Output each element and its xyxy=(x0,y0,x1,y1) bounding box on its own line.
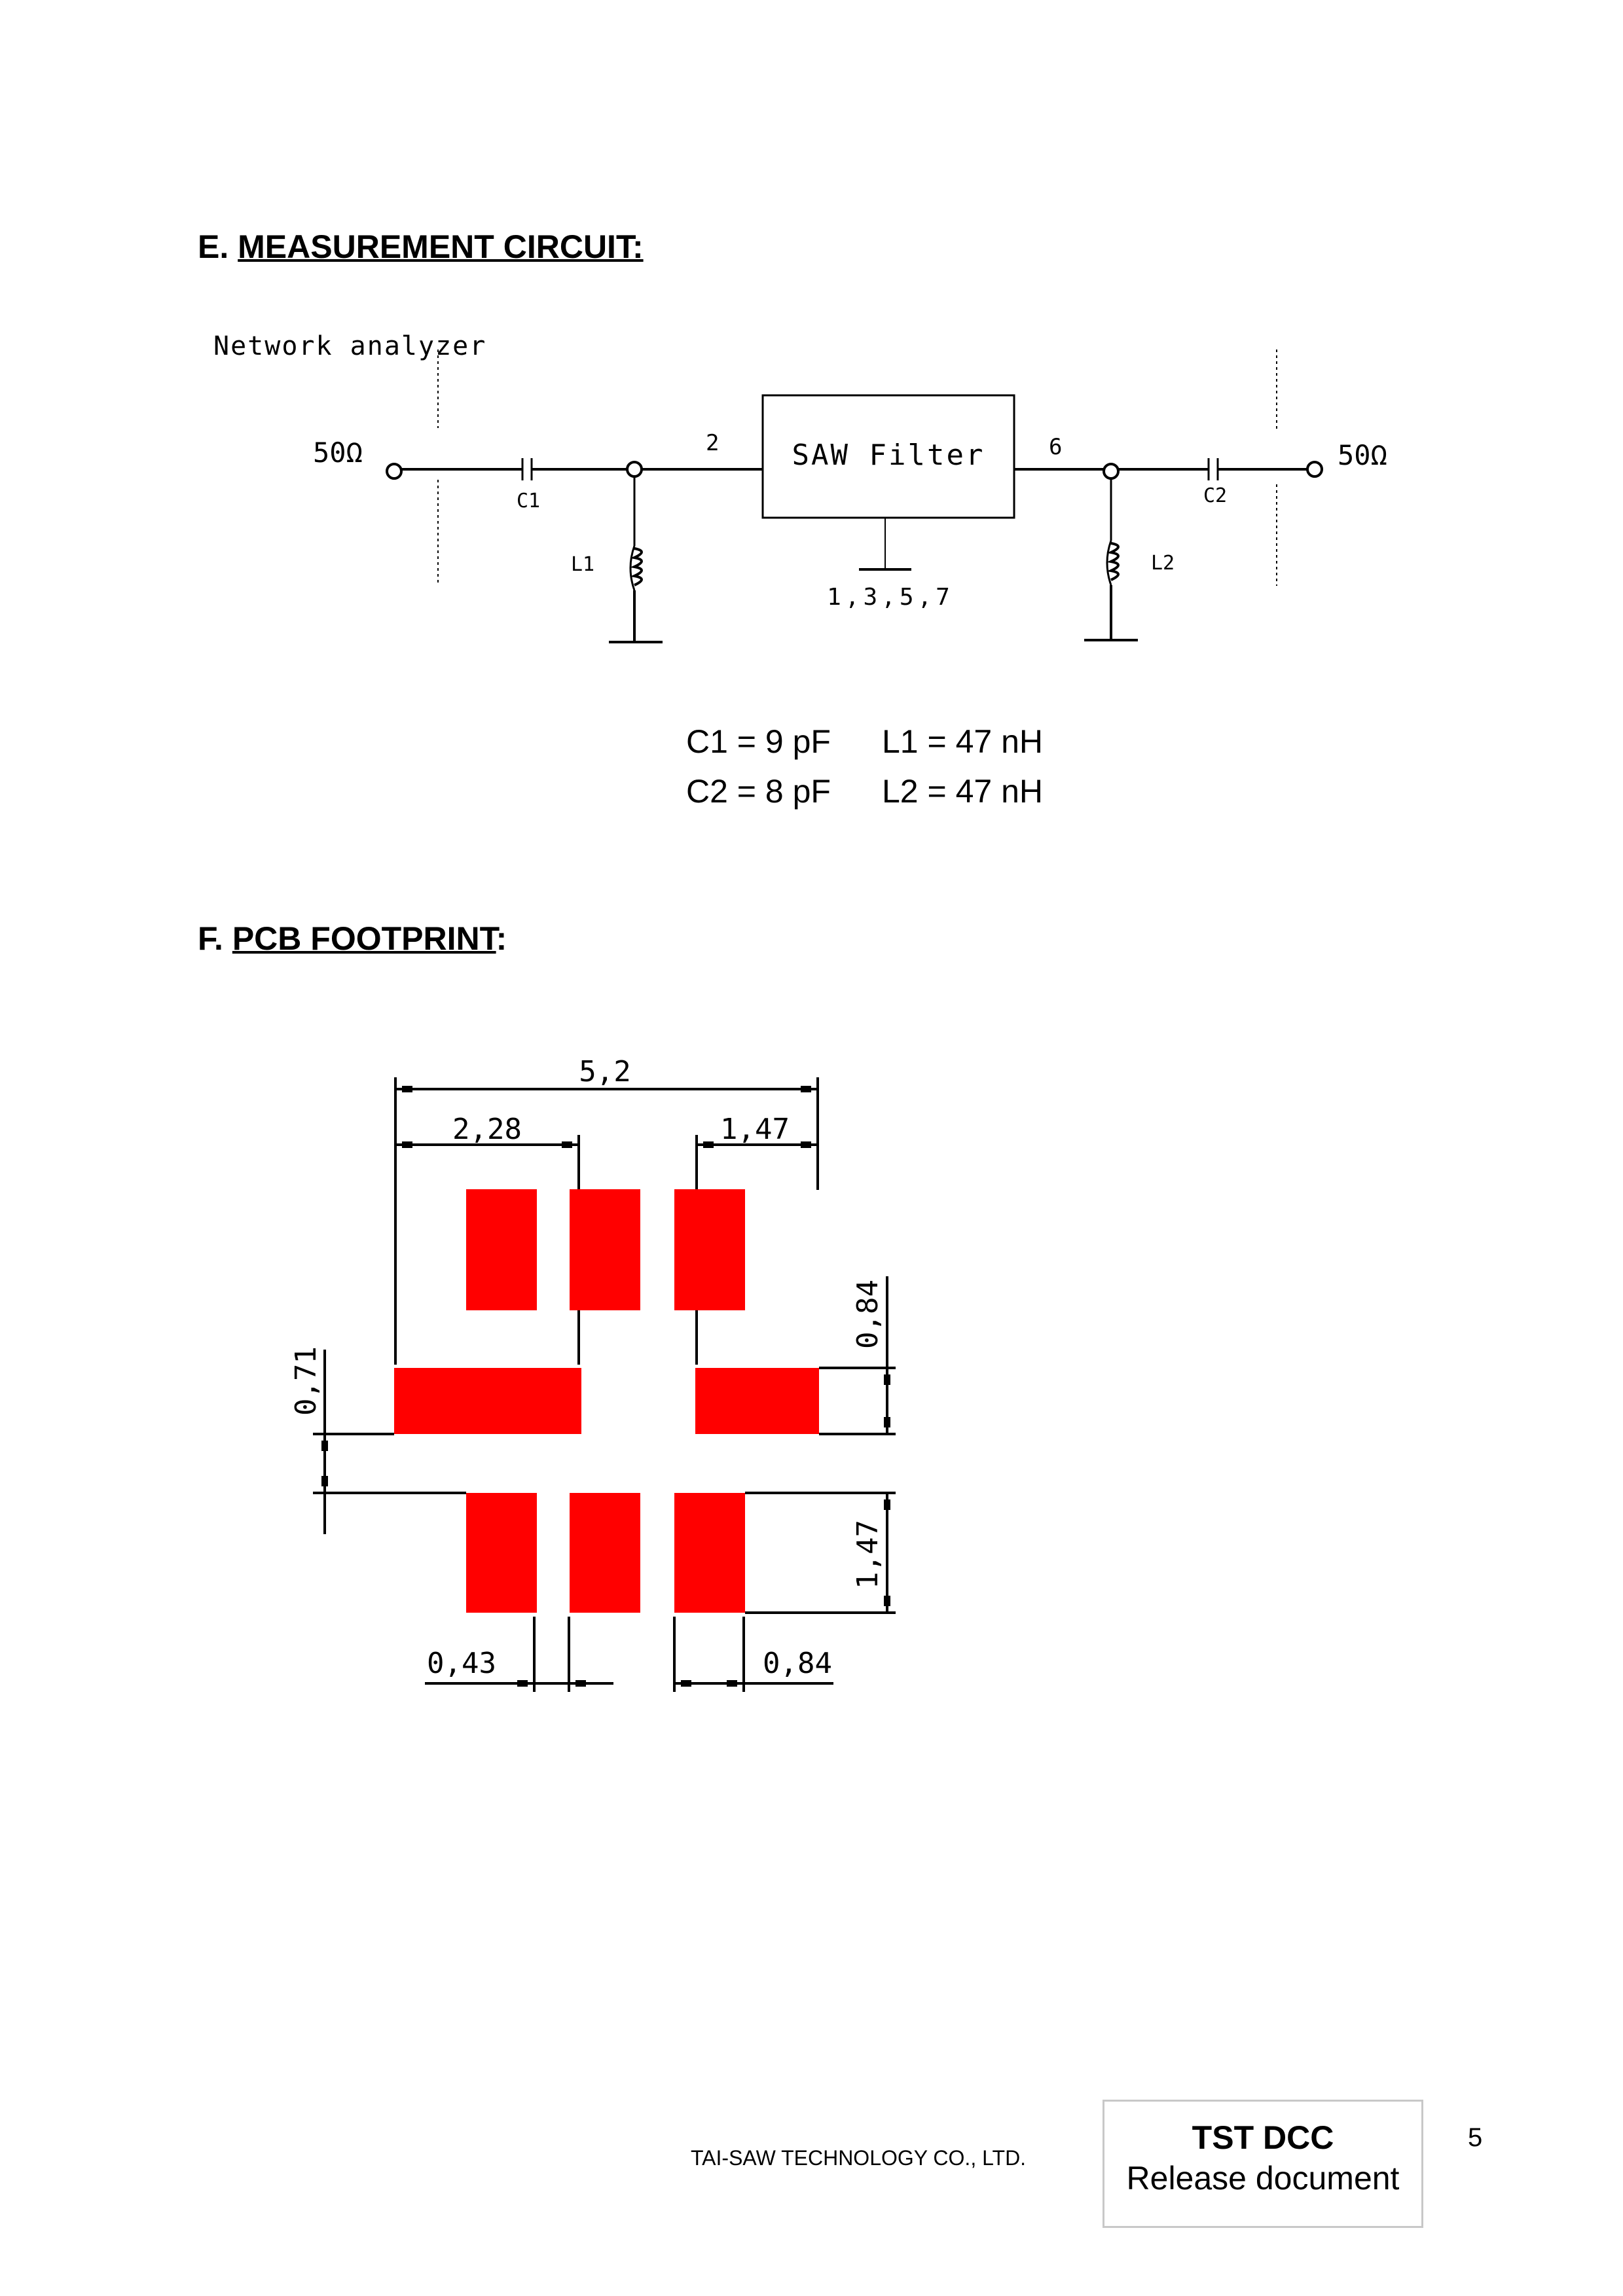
section-f-title: PCB FOOTPRINT xyxy=(232,920,496,957)
pad-middle-left xyxy=(394,1368,581,1434)
capacitor-c1-symbol xyxy=(521,458,533,480)
section-f-prefix: F. xyxy=(198,920,223,957)
terminal-right xyxy=(1306,461,1323,478)
node-right xyxy=(1103,463,1120,480)
section-e-title: MEASUREMENT CIRCUIT: xyxy=(238,228,644,265)
port-right-label: 50Ω xyxy=(1338,439,1387,471)
c2-label: C2 xyxy=(1203,484,1227,507)
saw-filter-label: SAW Filter xyxy=(792,439,985,472)
terminal-left xyxy=(386,463,403,480)
dim-left-pad-width: 2,28 xyxy=(452,1113,522,1146)
section-f-suffix: : xyxy=(496,920,507,957)
section-f-heading: F. PCB FOOTPRINT: xyxy=(198,920,507,958)
network-analyzer-label: Network analyzer xyxy=(213,331,486,361)
port-left-label: 50Ω xyxy=(313,437,363,469)
dim-left-gap: 0,71 xyxy=(289,1346,323,1416)
release-stamp: TST DCC Release document xyxy=(1103,2100,1423,2228)
stamp-line2: Release document xyxy=(1126,2160,1400,2197)
pin-out-label: 6 xyxy=(1049,434,1062,460)
value-c2: C2 = 8 pF xyxy=(686,773,831,810)
pad-top-3 xyxy=(674,1189,745,1310)
pad-top-1 xyxy=(466,1189,537,1310)
pin-in-label: 2 xyxy=(706,430,719,456)
dim-gap-bottom: 0,43 xyxy=(427,1647,496,1680)
node-left xyxy=(626,461,643,478)
capacitor-c2-symbol xyxy=(1207,458,1219,480)
page-number: 5 xyxy=(1468,2123,1483,2152)
section-e-heading: E. MEASUREMENT CIRCUIT: xyxy=(198,228,644,266)
footer-company: TAI-SAW TECHNOLOGY CO., LTD. xyxy=(691,2146,1027,2170)
dimension-lines xyxy=(313,1077,896,1692)
dim-right-top: 0,84 xyxy=(851,1280,884,1349)
pad-bottom-2 xyxy=(570,1493,640,1613)
stamp-line1: TST DCC xyxy=(1192,2119,1334,2156)
dimension-arrow-marks xyxy=(321,1086,890,1687)
ground-pins-label: 1,3,5,7 xyxy=(827,584,954,611)
value-l1: L1 = 47 nH xyxy=(882,723,1044,760)
section-e-prefix: E. xyxy=(198,228,229,265)
pad-bottom-1 xyxy=(466,1493,537,1613)
saw-filter-box xyxy=(761,394,1015,519)
inductor-l1-symbol xyxy=(609,476,663,643)
l2-label: L2 xyxy=(1151,552,1175,575)
dim-right-pad-width: 1,47 xyxy=(720,1113,790,1146)
pad-top-2 xyxy=(570,1189,640,1310)
inductor-l2-symbol xyxy=(1084,478,1138,641)
c1-label: C1 xyxy=(517,490,540,512)
pcb-footprint-diagram: 5,2 2,28 1,47 0,84 0,71 1,47 0,43 0,84 xyxy=(289,1055,896,1692)
dim-right-bottom: 1,47 xyxy=(851,1520,884,1589)
pads xyxy=(394,1189,819,1613)
pad-bottom-3 xyxy=(674,1493,745,1613)
pad-middle-right xyxy=(695,1368,819,1434)
dim-pad-width-bottom: 0,84 xyxy=(763,1647,832,1680)
value-l2: L2 = 47 nH xyxy=(882,773,1044,810)
value-c1: C1 = 9 pF xyxy=(686,723,831,760)
l1-label: L1 xyxy=(571,553,594,576)
dim-total-width: 5,2 xyxy=(579,1055,630,1088)
